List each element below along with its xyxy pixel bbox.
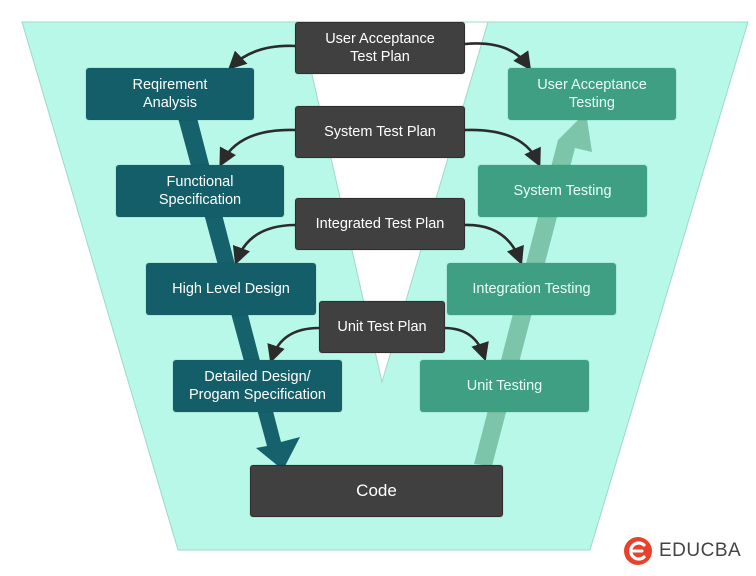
unit-testing-box: Unit Testing — [420, 360, 589, 412]
connector-arrows — [219, 42, 541, 364]
educba-logo: EDUCBA — [623, 535, 753, 567]
arrow-utp-to-ut — [443, 326, 489, 362]
arrow-itp-to-hld — [232, 223, 297, 266]
arrow-stp-to-func — [219, 128, 297, 167]
high-level-design-box: High Level Design — [146, 263, 316, 315]
integrated-test-plan-box: Integrated Test Plan — [295, 198, 465, 250]
unit-test-plan-box: Unit Test Plan — [319, 301, 445, 353]
unit-test-plan-label: Unit Test Plan — [337, 319, 427, 335]
unit-testing-label: Unit Testing — [466, 378, 543, 394]
arrow-uatp-to-req — [228, 44, 297, 70]
arrow-stp-to-st — [464, 128, 541, 167]
system-test-plan-box: System Test Plan — [295, 106, 465, 158]
code-box: Code — [250, 465, 503, 517]
educba-logo-icon — [624, 537, 652, 565]
requirement-analysis-label: Reqirement Analysis — [132, 77, 208, 111]
functional-specification-label: Functional Specification — [158, 174, 242, 208]
integrated-test-plan-label: Integrated Test Plan — [315, 216, 445, 232]
system-test-plan-label: System Test Plan — [324, 124, 436, 140]
detailed-design-box: Detailed Design/ Progam Specification — [173, 360, 342, 412]
user-acceptance-testing-box: User Acceptance Testing — [508, 68, 676, 120]
educba-logo-text: EDUCBA — [659, 540, 742, 561]
user-acceptance-test-plan-label: User Acceptance Test Plan — [325, 31, 435, 65]
user-acceptance-test-plan-box: User Acceptance Test Plan — [295, 22, 465, 74]
arrow-uatp-to-uat — [464, 42, 532, 71]
code-label: Code — [356, 481, 397, 500]
system-testing-label: System Testing — [513, 183, 612, 199]
functional-specification-box: Functional Specification — [116, 165, 284, 217]
high-level-design-label: High Level Design — [172, 281, 290, 297]
integration-testing-box: Integration Testing — [447, 263, 616, 315]
arrow-utp-to-dd — [267, 326, 320, 364]
user-acceptance-testing-label: User Acceptance Testing — [537, 77, 647, 111]
integration-testing-label: Integration Testing — [472, 281, 591, 297]
system-testing-box: System Testing — [478, 165, 647, 217]
arrow-itp-to-it — [464, 223, 524, 266]
detailed-design-label: Detailed Design/ Progam Specification — [188, 369, 326, 403]
requirement-analysis-box: Reqirement Analysis — [86, 68, 254, 120]
